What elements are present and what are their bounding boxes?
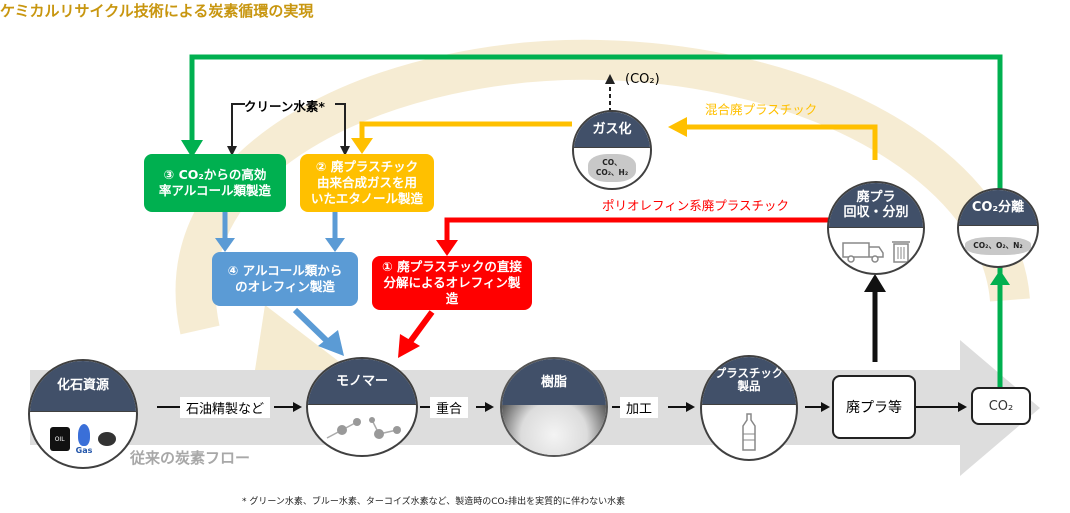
node-monomer: モノマー — [306, 357, 418, 457]
plastic-products-line1: プラスチック — [714, 366, 784, 381]
process-3-co2-to-alcohol: ③ CO₂からの高効率アルコール類製造 — [144, 154, 286, 212]
process-3-line1: CO₂からの高効 — [178, 167, 267, 182]
node-co2: CO₂ — [971, 387, 1031, 425]
clean-hydrogen-label: クリーン水素* — [244, 99, 325, 114]
hydrogen-bracket-left — [231, 103, 245, 150]
blue-arrowhead-1 — [215, 238, 235, 252]
footnote: * グリーン水素、ブルー水素、ターコイズ水素など、製造時のCO₂排出を実質的に伴… — [242, 497, 626, 507]
co2-up-arrowhead — [990, 270, 1010, 285]
process-2-line3: いたエタノール製造 — [310, 191, 424, 206]
process-2-line1: 廃プラスチック — [330, 159, 419, 174]
process-4-line2: のオレフィン製造 — [235, 279, 335, 294]
gasification-cloud-icon: CO、CO₂、H₂ — [587, 154, 637, 183]
node-fossil-resources: 化石資源 OIL Gas — [28, 359, 138, 469]
process-1-number: ① — [382, 259, 393, 274]
process-2-syngas-ethanol: ② 廃プラスチック由来合成ガスを用いたエタノール製造 — [300, 154, 434, 212]
oil-barrel-icon: OIL — [49, 427, 70, 452]
process-1-line2: 分解によるオレフィン製造 — [383, 275, 521, 306]
waste-collection-line2: 回収・分別 — [843, 205, 909, 220]
co2-emission-label: (CO₂) — [625, 72, 660, 87]
molecule-icon — [326, 417, 401, 440]
plastic-products-line2: 製品 — [737, 379, 761, 394]
process-4-alcohol-to-olefin: ④ アルコール類からのオレフィン製造 — [212, 252, 358, 306]
node-waste-plastics: 廃プラ等 — [832, 375, 916, 439]
gas-cloud-line2: CO₂、H₂ — [595, 168, 629, 178]
syngas-flow — [359, 121, 572, 140]
resin-title: 樹脂 — [502, 359, 606, 406]
blue-arrowhead-3 — [318, 330, 344, 356]
process-2-number: ② — [315, 159, 327, 174]
step-oil-refining: 石油精製など — [180, 397, 271, 418]
red-arrowhead — [398, 334, 420, 358]
waste-collection-line1: 廃プラ — [856, 190, 896, 205]
co2-separation-cloud-icon: CO₂、O₂、N₂ — [965, 237, 1031, 256]
process-1-direct-decomposition: ① 廃プラスチックの直接分解によるオレフィン製造 — [372, 256, 532, 310]
polyolefin-flow — [444, 217, 830, 242]
step-polymerization: 重合 — [430, 397, 469, 418]
process-3-number: ③ — [163, 167, 175, 182]
carbon-cycle-arc-head — [255, 305, 350, 370]
bottle-icon — [742, 413, 756, 451]
process-2-line2: 由来合成ガスを用 — [316, 175, 417, 190]
co2-separation-title: CO₂分離 — [959, 190, 1037, 227]
fossil-resources-title: 化石資源 — [30, 361, 136, 412]
hydrogen-bracket-right — [335, 103, 346, 150]
mixed-plastic-flow — [683, 124, 878, 160]
process-3-line2: 率アルコール類製造 — [158, 183, 272, 198]
blue-arrowhead-2 — [325, 238, 345, 252]
step-processing: 加工 — [620, 397, 659, 418]
polyolefin-plastic-label: ポリオレフィン系廃プラスチック — [602, 198, 790, 213]
co2-separation-node: CO₂分離 CO₂、O₂、N₂ — [957, 188, 1039, 268]
conventional-flow-label: 従来の炭素フロー — [130, 449, 251, 467]
gas-flame-icon: Gas — [75, 423, 93, 455]
page-title: ケミカルリサイクル技術による炭素循環の実現 — [0, 2, 314, 20]
coal-icon — [98, 432, 117, 447]
mixed-plastic-label: 混合廃プラスチック — [705, 102, 818, 117]
co2-loop-arrowhead — [181, 140, 203, 158]
process-4-number: ④ — [227, 263, 239, 278]
gasification-node: ガス化 CO、CO₂、H₂ — [572, 110, 652, 190]
node-plastic-products: プラスチック製品 — [700, 355, 798, 461]
trash-can-icon — [892, 240, 910, 263]
gasification-title: ガス化 — [574, 112, 650, 149]
monomer-title: モノマー — [308, 359, 416, 406]
waste-collection-node: 廃プラ回収・分別 — [827, 181, 925, 275]
gas-cloud-line1: CO、 — [602, 158, 622, 168]
resin-pellets-icon — [502, 405, 606, 455]
process-1-line1: 廃プラスチックの直接 — [397, 259, 522, 274]
gas-label: Gas — [75, 445, 93, 455]
truck-icon — [842, 241, 884, 263]
node-resin: 樹脂 — [500, 357, 608, 457]
process-4-line1: アルコール類から — [242, 263, 343, 278]
